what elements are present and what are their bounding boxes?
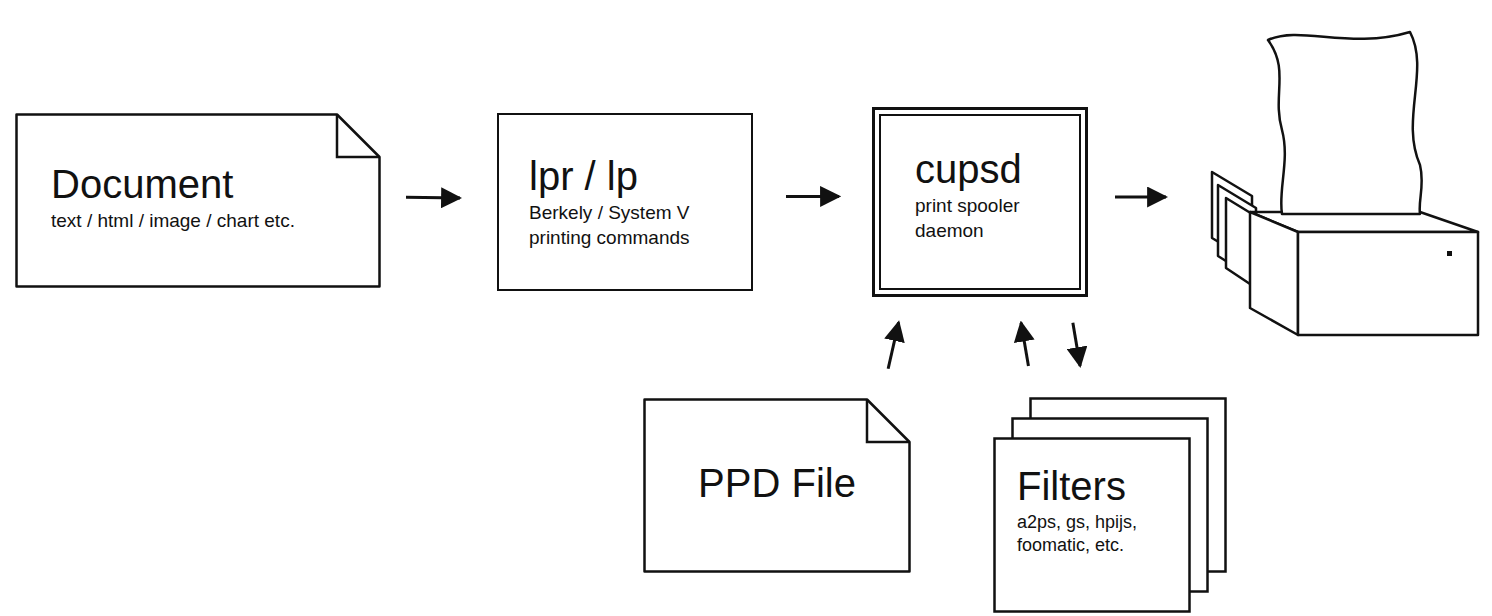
daemon-box: cupsdprint spooler daemon bbox=[872, 107, 1088, 297]
box-title: Document bbox=[51, 161, 351, 207]
box-title: Filters bbox=[1017, 463, 1177, 509]
box-description: print spooler daemon bbox=[915, 194, 1065, 243]
document-box: Documenttext / html / image / chart etc. bbox=[15, 113, 381, 288]
box-title: cupsd bbox=[915, 146, 1065, 192]
flow-arrow bbox=[1021, 323, 1028, 366]
box-description: text / html / image / chart etc. bbox=[51, 209, 351, 234]
filters-box: Filtersa2ps, gs, hpijs, foomatic, etc. bbox=[993, 437, 1191, 613]
flow-arrow bbox=[1073, 323, 1080, 366]
box-description: Berkely / System V printing commands bbox=[529, 201, 731, 250]
command-box: lpr / lpBerkely / System V printing comm… bbox=[497, 113, 753, 291]
output-arrow bbox=[1115, 196, 1166, 199]
box-description: a2ps, gs, hpijs, foomatic, etc. bbox=[1017, 511, 1177, 558]
box-title: lpr / lp bbox=[529, 153, 731, 199]
flow-arrow bbox=[406, 196, 460, 200]
flow-arrow bbox=[786, 195, 839, 198]
printer-symbol bbox=[1212, 32, 1478, 335]
box-title: PPD File bbox=[663, 460, 891, 506]
ppd-file-box: PPD File bbox=[643, 398, 911, 573]
flow-arrow bbox=[888, 322, 899, 368]
